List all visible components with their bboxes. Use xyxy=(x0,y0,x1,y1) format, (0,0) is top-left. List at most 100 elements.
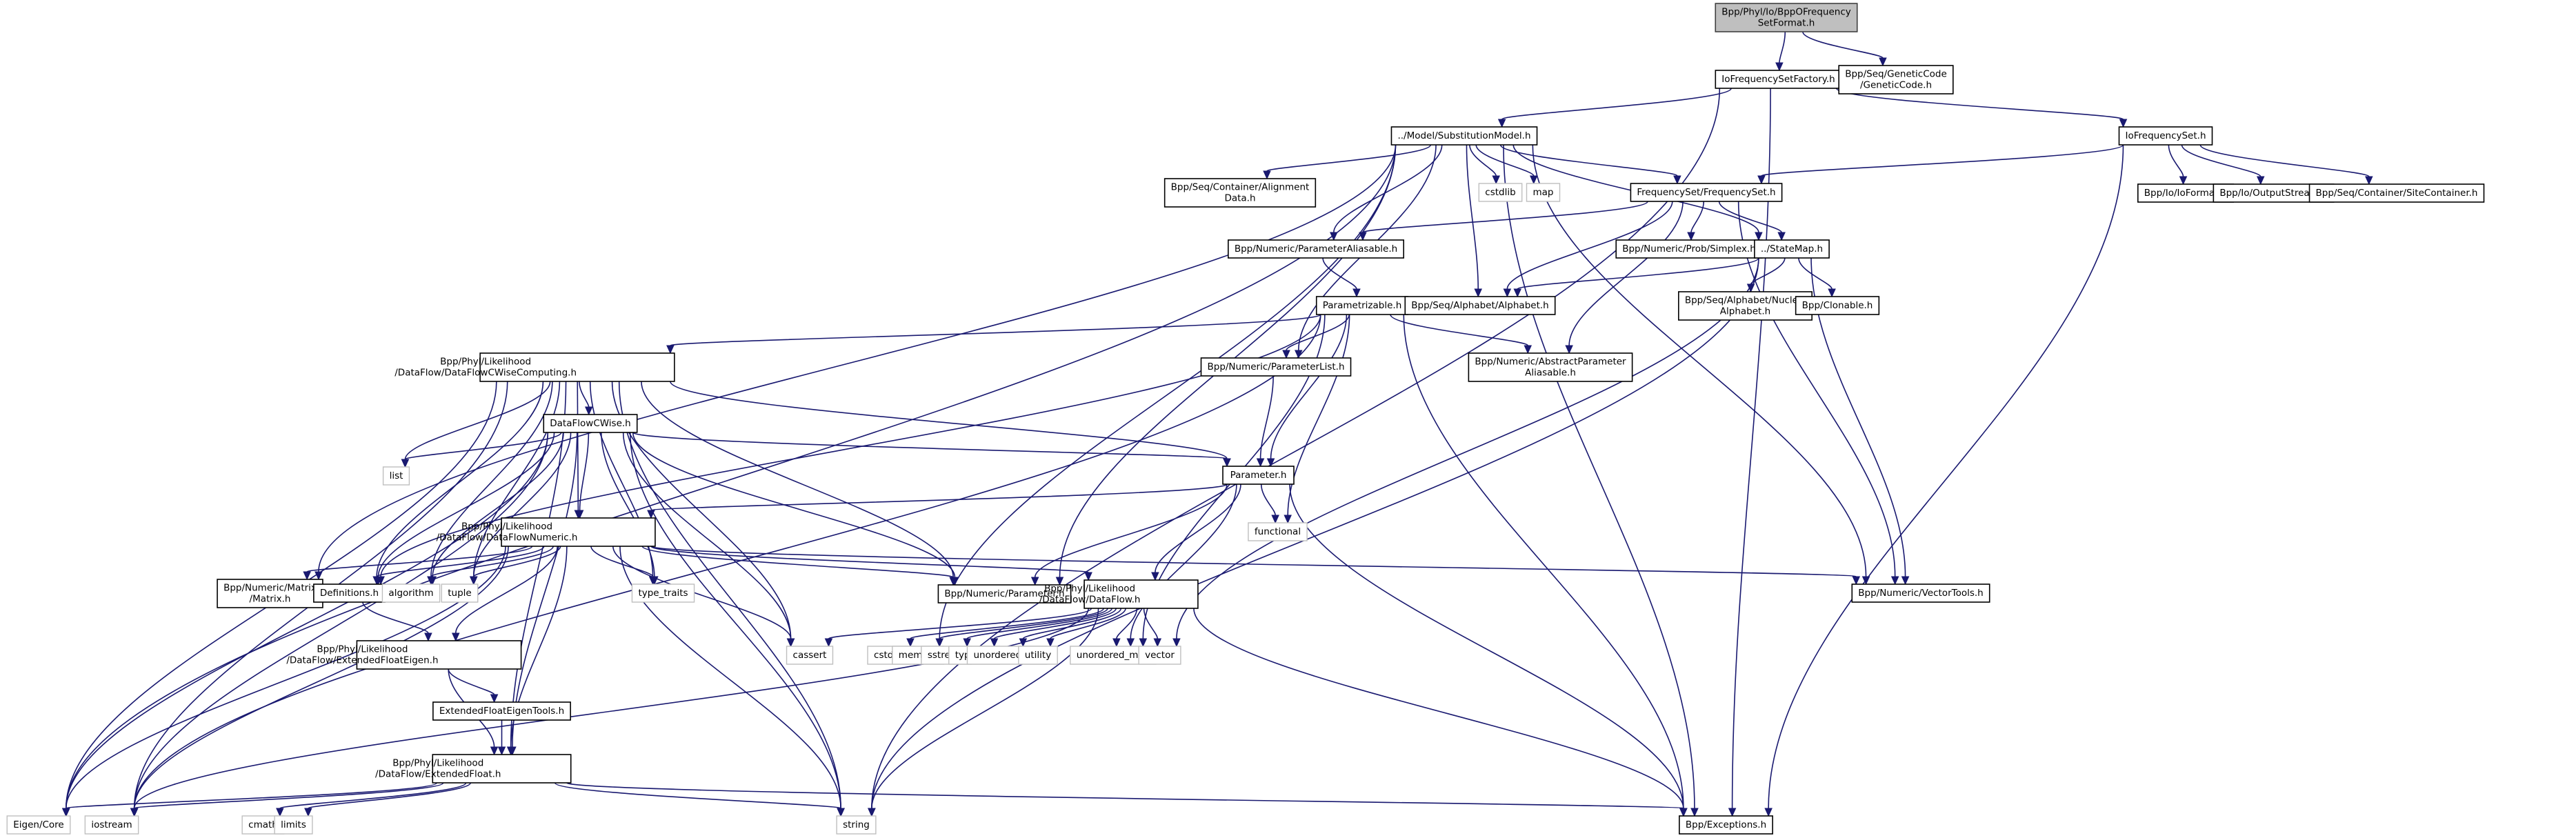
node-bpp-numeric-matrix-matrix-h[interactable]: Bpp/Numeric/Matrix/Matrix.h xyxy=(217,579,323,608)
arrowhead-icon xyxy=(130,808,139,817)
node-cstdlib: cstdlib xyxy=(1478,183,1523,202)
node-box xyxy=(1138,646,1181,665)
node-dataflowcwise-h[interactable]: DataFlowCWise.h xyxy=(543,414,638,433)
node-statemap-h[interactable]: ../StateMap.h xyxy=(1754,239,1830,259)
arrowhead-icon xyxy=(401,459,410,468)
node-label: unordered_map xyxy=(1077,650,1150,661)
arrowhead-icon xyxy=(1282,350,1290,359)
node-label: iostream xyxy=(91,819,132,830)
node-label: Aliasable.h xyxy=(1525,368,1576,379)
node-label: string xyxy=(843,819,870,830)
node-label: functional xyxy=(1255,526,1301,537)
node-box xyxy=(836,815,877,835)
arrowhead-icon xyxy=(935,638,943,648)
edge-submodel-to-alphabet xyxy=(1466,144,1479,290)
node-label: tuple xyxy=(448,588,471,599)
edge-extfloat-to-string xyxy=(554,782,841,809)
node-frequencyset-frequencyset-h[interactable]: FrequencySet/FrequencySet.h xyxy=(1630,183,1783,202)
node-label: Bpp/Numeric/ParameterAliasable.h xyxy=(1235,243,1397,255)
node-label: IoFrequencySet.h xyxy=(2126,130,2206,141)
node-bpp-clonable-h[interactable]: Bpp/Clonable.h xyxy=(1795,296,1880,315)
node-eigen-core: Eigen/Core xyxy=(6,815,71,835)
node-bpp-phyl-likelihood-dataflow-dataflowcwisecomputing-h[interactable]: Bpp/Phyl/Likelihood/DataFlow/DataFlowCWi… xyxy=(395,352,675,382)
arrowhead-icon xyxy=(1679,808,1688,817)
edge-dfcwise-to-parameter xyxy=(632,432,1228,459)
edge-submodel-to-matrix xyxy=(318,144,1397,572)
edge-extfloat-to-exceptions xyxy=(566,782,1684,809)
node-bpp-seq-container-sitecontainer-h[interactable]: Bpp/Seq/Container/SiteContainer.h xyxy=(2308,183,2485,203)
edge-parametrizable-to-iostream xyxy=(133,314,1321,809)
arrowhead-icon xyxy=(1352,288,1361,298)
edge-parametrizable-to-dfcwisecomp xyxy=(670,314,1321,346)
node-iofrequencyset-h[interactable]: IoFrequencySet.h xyxy=(2118,126,2213,146)
node-bpp-phyl-likelihood-dataflow-extendedfloat-h[interactable]: Bpp/Phyl/Likelihood/DataFlow/ExtendedFlo… xyxy=(375,754,572,784)
node-bpp-seq-geneticcode-geneticcode-h[interactable]: Bpp/Seq/GeneticCode/GeneticCode.h xyxy=(1838,65,1954,94)
arrowhead-icon xyxy=(497,746,506,756)
node-bpp-seq-alphabet-alphabet-h[interactable]: Bpp/Seq/Alphabet/Alphabet.h xyxy=(1404,296,1556,315)
node-box xyxy=(1084,579,1199,609)
node-iofrequencysetfactory-h[interactable]: IoFrequencySetFactory.h xyxy=(1715,70,1842,89)
edge-parametrizable-to-exceptions xyxy=(1403,314,1684,809)
node-definitions-h[interactable]: Definitions.h xyxy=(313,583,386,603)
node-bpp-numeric-prob-simplex-h[interactable]: Bpp/Numeric/Prob/Simplex.h xyxy=(1615,239,1763,259)
arrowhead-icon xyxy=(451,632,460,642)
arrowhead-icon xyxy=(1755,232,1763,241)
node-label: utility xyxy=(1025,650,1051,661)
edge-iofsfactory-to-string xyxy=(871,88,1721,809)
node-functional: functional xyxy=(1248,522,1308,541)
arrowhead-icon xyxy=(1126,638,1135,648)
node-bpp-phyl-likelihood-dataflow-dataflownumeric-h[interactable]: Bpp/Phyl/Likelihood/DataFlow/DataFlowNum… xyxy=(437,517,656,547)
node-bpp-exceptions-h[interactable]: Bpp/Exceptions.h xyxy=(1679,815,1773,835)
edge-dfcwisecomp-to-definitions xyxy=(376,381,544,577)
node-bpp-numeric-parameter-h[interactable]: Bpp/Numeric/Parameter.h xyxy=(937,584,1072,603)
node-parametrizable-h[interactable]: Parametrizable.h xyxy=(1315,296,1409,315)
node-type-traits: type_traits xyxy=(631,583,695,603)
edge-dfcwisecomp-to-parameter xyxy=(670,381,1228,459)
edge-dfcwise-to-list xyxy=(404,432,562,460)
edges-layer xyxy=(61,31,2373,817)
edge-dataflow-to-string xyxy=(871,608,1099,809)
arrowhead-icon xyxy=(424,632,432,642)
node-box xyxy=(1851,583,1990,603)
arrowhead-icon xyxy=(1055,577,1064,586)
node-label: Bpp/Numeric/VectorTools.h xyxy=(1858,588,1983,599)
node-box xyxy=(84,815,139,835)
node-bpp-phyl-likelihood-dataflow-extendedfloateigen-h[interactable]: Bpp/Phyl/Likelihood/DataFlow/ExtendedFlo… xyxy=(286,640,522,670)
edge-extfloat-to-limits xyxy=(308,782,471,809)
node-label: /GeneticCode.h xyxy=(1860,80,1932,91)
node-bpp-numeric-parameteraliasable-h[interactable]: Bpp/Numeric/ParameterAliasable.h xyxy=(1228,239,1404,259)
node-label: Parameter.h xyxy=(1230,470,1287,481)
node-model-substitutionmodel-h[interactable]: ../Model/SubstitutionModel.h xyxy=(1390,126,1538,146)
edge-parameter-to-dataflow xyxy=(1155,483,1241,573)
node-bpp-phyl-likelihood-dataflow-dataflow-h[interactable]: Bpp/Phyl/Likelihood/DataFlow/DataFlow.h xyxy=(1039,579,1199,609)
arrowhead-icon xyxy=(1151,572,1159,581)
node-label: cstdlib xyxy=(1485,187,1515,198)
edge-definitions-to-extfloateigen xyxy=(362,601,429,634)
arrowhead-icon xyxy=(1359,232,1367,241)
arrowhead-icon xyxy=(1271,515,1279,524)
edge-dfcwise-to-typetraits xyxy=(601,432,655,577)
arrowhead-icon xyxy=(2119,119,2128,128)
node-box xyxy=(631,583,695,603)
edge-iofs-to-sitecontainer xyxy=(2199,144,2370,177)
node-bpp-numeric-parameterlist-h[interactable]: Bpp/Numeric/ParameterList.h xyxy=(1200,357,1352,377)
node-box xyxy=(786,646,834,665)
node-label: IoFrequencySetFactory.h xyxy=(1721,74,1835,85)
arrowhead-icon xyxy=(1673,175,1681,185)
node-box xyxy=(1795,296,1880,315)
edge-dataflow-to-vector xyxy=(1143,608,1159,639)
edge-submodel-to-eigencore xyxy=(65,144,1397,809)
node-label: Eigen/Core xyxy=(13,819,64,830)
edge-dataflow-to-memory xyxy=(939,608,1108,639)
node-label: Bpp/Seq/Alphabet/Alphabet.h xyxy=(1411,300,1548,311)
arrowhead-icon xyxy=(314,571,323,581)
node-bpp-numeric-vectortools-h[interactable]: Bpp/Numeric/VectorTools.h xyxy=(1851,583,1990,603)
node-label: Bpp/Io/IoFormat.h xyxy=(2144,188,2227,199)
node-extendedfloateigentools-h[interactable]: ExtendedFloatEigenTools.h xyxy=(432,701,571,721)
arrowhead-icon xyxy=(1153,638,1162,648)
node-parameter-h[interactable]: Parameter.h xyxy=(1222,466,1295,485)
